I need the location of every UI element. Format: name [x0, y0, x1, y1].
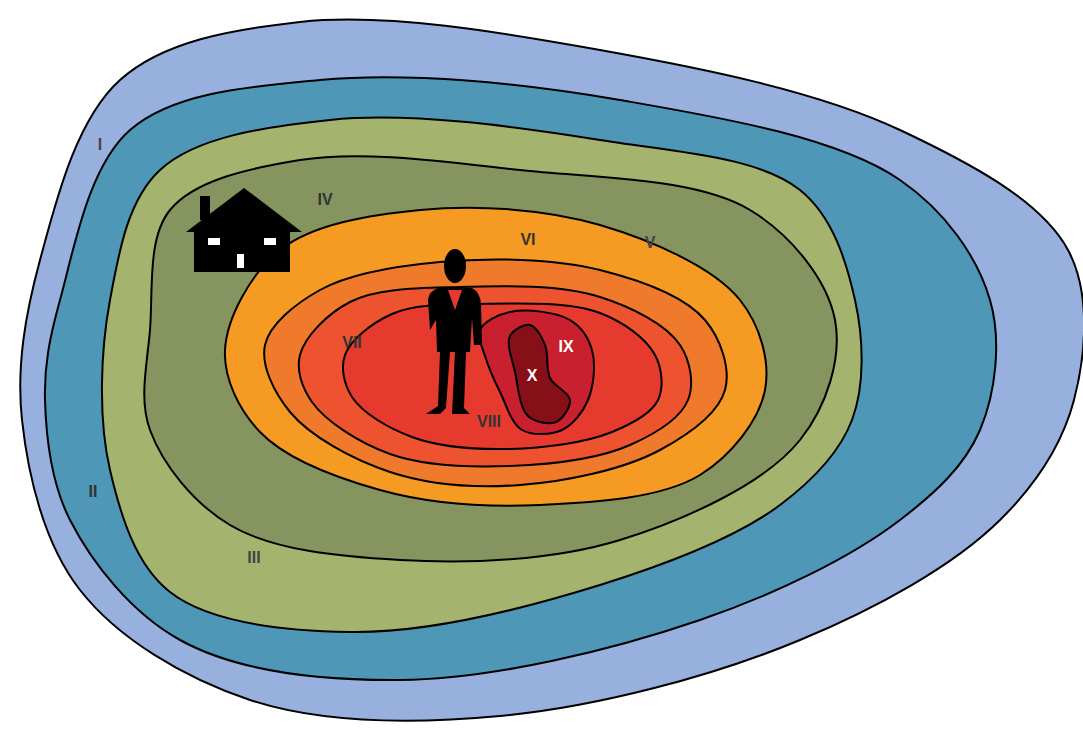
house-icon: [186, 188, 302, 272]
zone-outline: [490, 305, 590, 442]
zone-fill: [45, 77, 996, 680]
intensity-zone: VII VIII IX X: [280, 267, 708, 486]
zone-label: I: [98, 137, 102, 153]
zone-fill: [102, 118, 862, 632]
intensity-zone: IIIIIIVVVIVIIVIIIIXX: [25, 60, 1010, 700]
intensity-zone: IIIIVVVIVIIVIIIIXX: [90, 100, 875, 652]
intensity-zone: VIVIIVIIIIXX: [245, 242, 745, 505]
zone-fill: [264, 259, 727, 486]
zone-fill: [343, 303, 662, 449]
zone-label: VII: [342, 335, 362, 351]
zone-fill: [20, 20, 1083, 721]
zone-label: VI: [520, 232, 535, 248]
zone-fill: [479, 311, 594, 434]
zone-label: IV: [317, 192, 332, 208]
zone-fill: [299, 286, 691, 466]
zone-label: V: [645, 235, 656, 251]
zone-label: IX: [558, 339, 573, 355]
intensity-zone: X: [490, 305, 590, 442]
intensity-zone: VIII IX X: [325, 284, 678, 469]
person-figure: [426, 249, 482, 414]
zone-label: II: [89, 484, 98, 500]
intensity-zone: V VI VII VIII IX X: [205, 190, 785, 525]
zone-label: X: [527, 368, 538, 384]
zone-fill: [509, 325, 570, 423]
zone-fill: [225, 208, 767, 506]
zone-label: III: [247, 550, 260, 566]
zone-label: VIII: [477, 414, 501, 430]
zone-fill: [144, 156, 836, 561]
